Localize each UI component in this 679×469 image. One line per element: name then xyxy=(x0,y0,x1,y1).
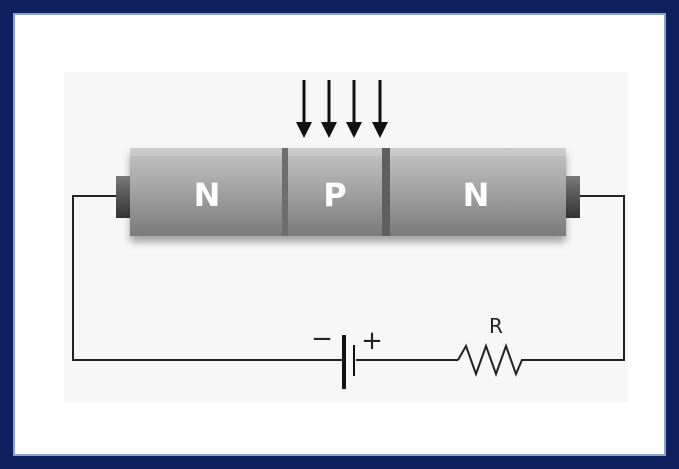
battery-plus-label: + xyxy=(361,326,383,356)
region-label-n-right: N xyxy=(463,176,490,214)
semiconductor-bar xyxy=(130,148,566,236)
light-arrows xyxy=(296,80,388,138)
junction-1 xyxy=(282,148,288,236)
resistor xyxy=(457,343,528,377)
circuit-wire xyxy=(72,195,625,361)
arrow-3 xyxy=(346,80,362,138)
resistor-label: R xyxy=(489,314,503,338)
right-terminal xyxy=(566,176,580,218)
battery-minus-label: − xyxy=(311,324,333,354)
region-label-n-left: N xyxy=(194,176,221,214)
arrow-4 xyxy=(372,80,388,138)
junction-2 xyxy=(382,148,390,236)
arrow-2 xyxy=(321,80,337,138)
left-terminal xyxy=(116,176,130,218)
region-label-p: P xyxy=(323,176,346,214)
battery xyxy=(318,335,380,389)
arrow-1 xyxy=(296,80,312,138)
